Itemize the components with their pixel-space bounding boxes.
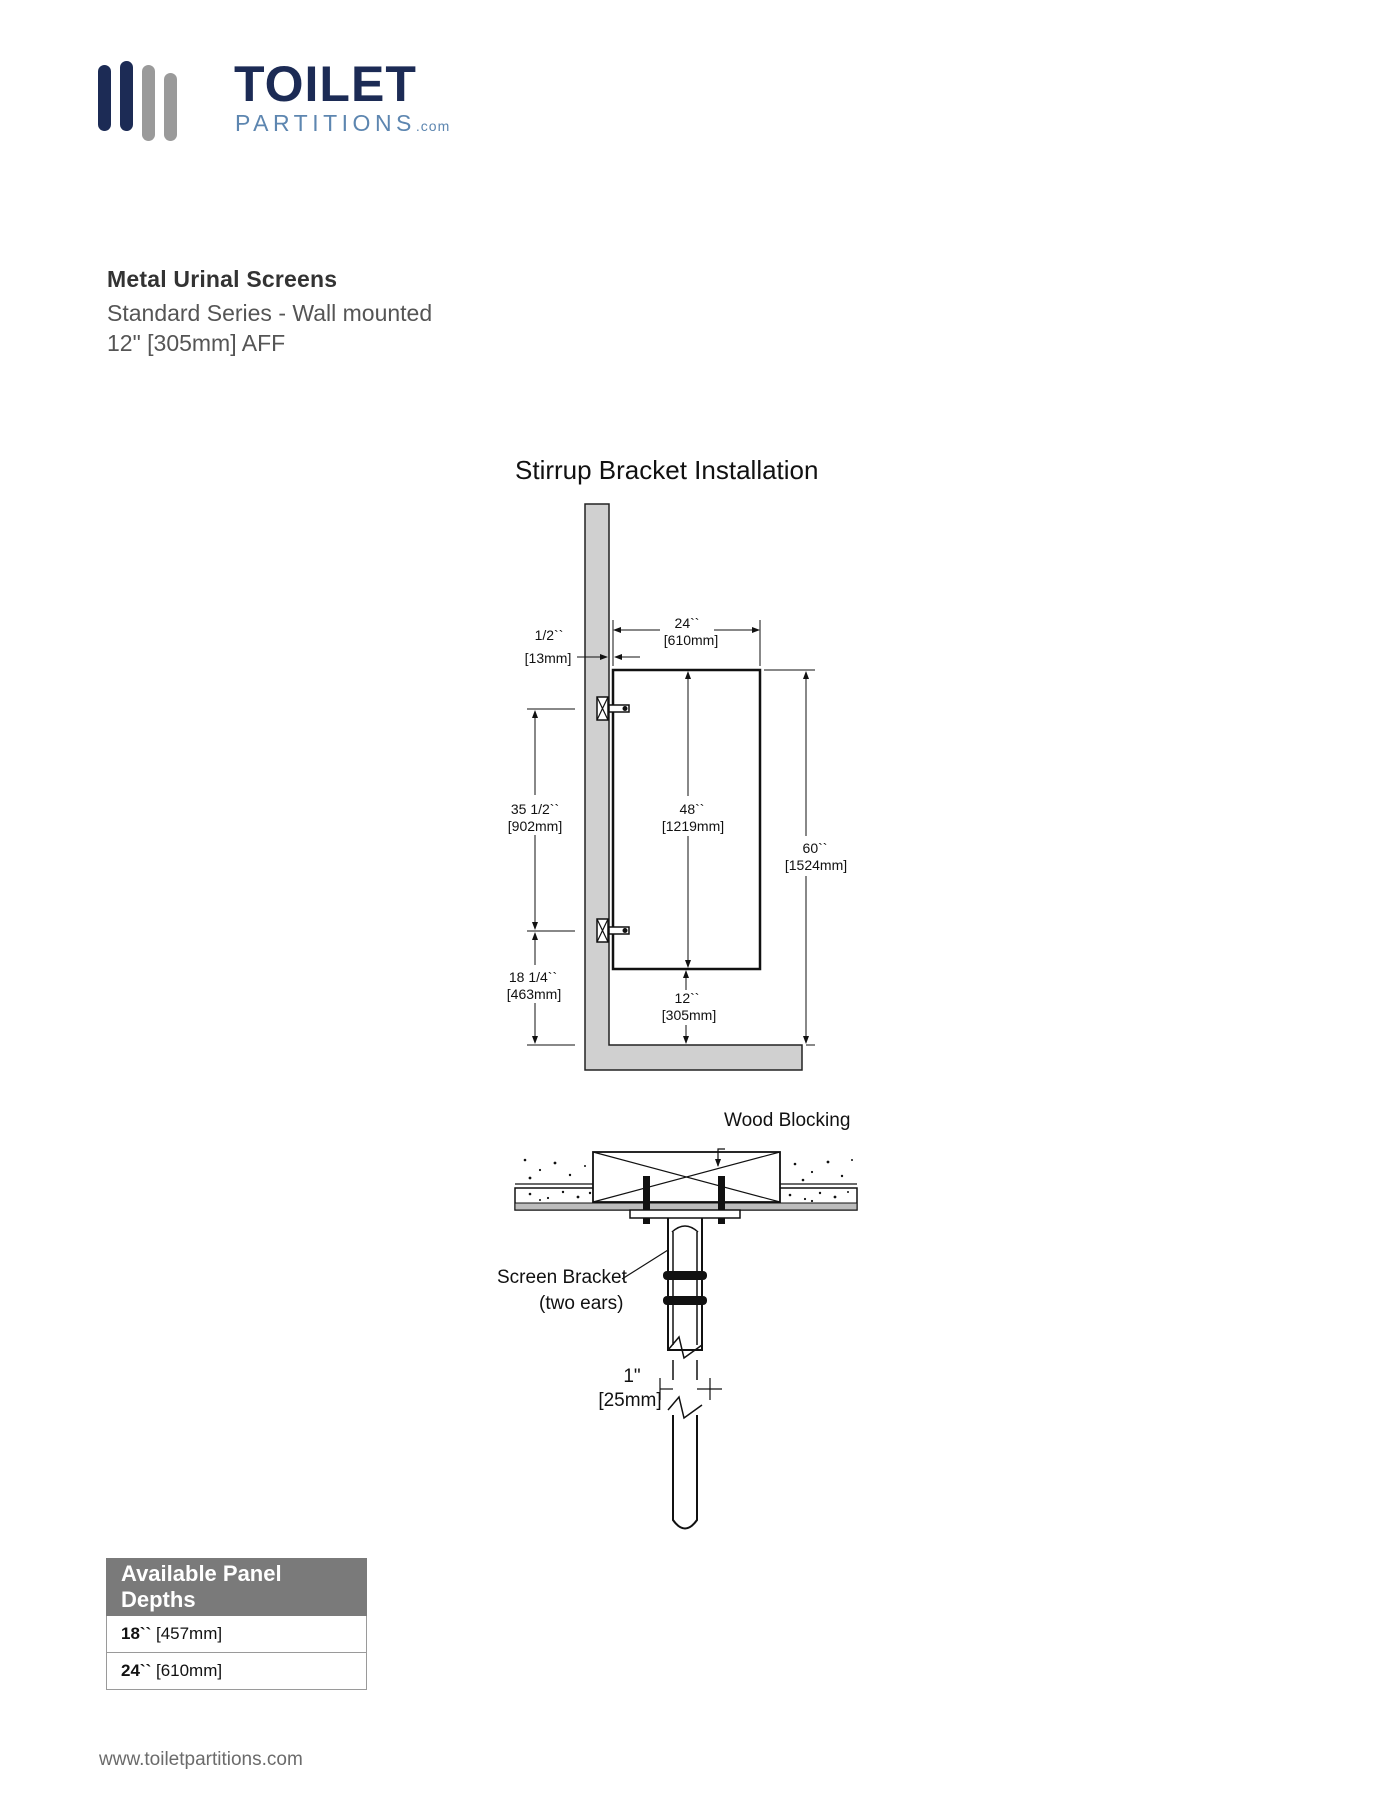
dim-total-height	[764, 669, 815, 1046]
product-series: Standard Series - Wall mounted	[107, 300, 433, 326]
screen-bracket-stirrup	[667, 1218, 703, 1351]
logo-bars-icon	[98, 61, 184, 141]
table-row: 18`` [457mm]	[106, 1615, 367, 1653]
dim-lower-bracket-mm: [463mm]	[507, 986, 561, 1002]
dim-panel-width-in: 24``	[675, 615, 700, 631]
dim-lower-bracket	[527, 932, 575, 1046]
screen-panel-section	[672, 1415, 698, 1530]
thickness-mm-label: [25mm]	[598, 1390, 661, 1411]
depth-mm: [457mm]	[155, 1624, 223, 1643]
dim-floor-clearance-in: 12``	[675, 990, 700, 1006]
product-height: 12" [305mm] AFF	[107, 330, 286, 356]
depth-mm: [610mm]	[155, 1661, 223, 1680]
dim-gap-in: 1/2``	[535, 627, 564, 643]
panel-depths-table: Available Panel Depths 18`` [457mm] 24``…	[106, 1558, 367, 1690]
plan-detail	[514, 1148, 858, 1530]
dim-lower-bracket-in: 18 1/4``	[509, 969, 557, 985]
company-logo: TOILET PARTITIONS.com	[98, 56, 478, 148]
logo-title: TOILET	[234, 56, 417, 112]
screen-bracket-label: Screen Bracket	[497, 1267, 628, 1288]
dim-floor-clearance-mm: [305mm]	[662, 1007, 716, 1023]
wood-blocking-label: Wood Blocking	[724, 1110, 850, 1131]
lower-bracket-icon	[596, 918, 630, 943]
depth-in: 24``	[121, 1661, 152, 1680]
dim-bracket-spacing-mm: [902mm]	[508, 818, 562, 834]
dim-total-height-mm: [1524mm]	[785, 857, 847, 873]
footer-url[interactable]: www.toiletpartitions.com	[99, 1749, 303, 1770]
logo-subtitle: PARTITIONS.com	[235, 110, 451, 136]
dim-bracket-spacing	[527, 708, 575, 932]
upper-bracket-icon	[596, 696, 630, 721]
dim-bracket-spacing-in: 35 1/2``	[511, 801, 559, 817]
table-row: 24`` [610mm]	[106, 1652, 367, 1690]
dim-panel-height-mm: [1219mm]	[662, 818, 724, 834]
wall-finish-hatch	[514, 1202, 858, 1211]
dim-panel-height-in: 48``	[680, 801, 705, 817]
wall-floor-section	[584, 503, 803, 1071]
depth-in: 18``	[121, 1624, 152, 1643]
dim-panel-width	[612, 620, 761, 666]
diagram-title: Stirrup Bracket Installation	[515, 455, 818, 485]
urinal-screen-panel	[611, 668, 762, 971]
product-title: Metal Urinal Screens	[107, 266, 338, 292]
product-heading: Metal Urinal Screens Standard Series - W…	[107, 266, 432, 357]
dim-total-height-in: 60``	[803, 840, 828, 856]
panel-depths-header: Available Panel Depths	[106, 1558, 367, 1616]
dim-gap-mm: [13mm]	[525, 650, 572, 666]
thickness-in-label: 1"	[623, 1366, 640, 1387]
two-ears-label: (two ears)	[539, 1293, 623, 1314]
dim-panel-width-mm: [610mm]	[664, 632, 718, 648]
